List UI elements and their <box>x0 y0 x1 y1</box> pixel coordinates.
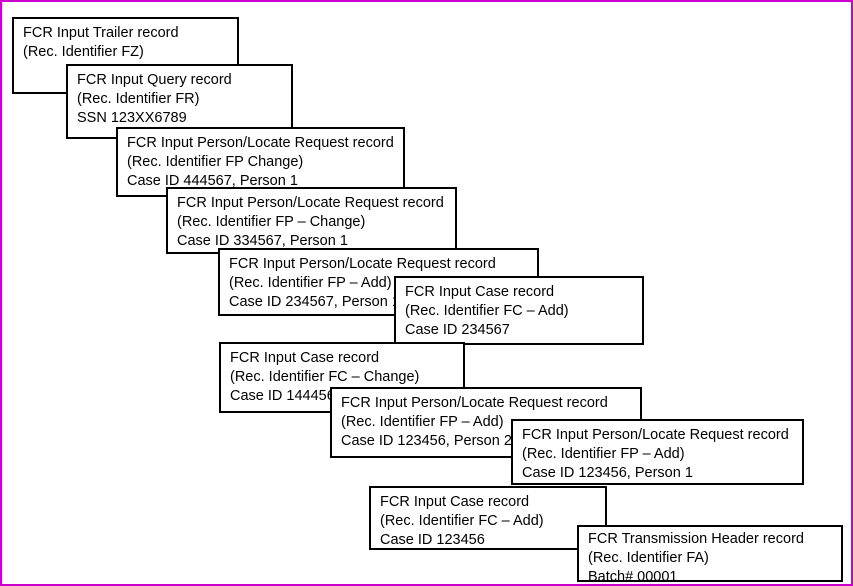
record-title: FCR Input Person/Locate Request record <box>341 395 608 411</box>
record-box-case-fc-add-123456: FCR Input Case record (Rec. Identifier F… <box>369 486 607 550</box>
record-identifier: (Rec. Identifier FA) <box>588 550 709 566</box>
record-detail: Case ID 144456 <box>230 388 335 404</box>
record-title: FCR Input Person/Locate Request record <box>177 195 444 211</box>
record-title: FCR Input Trailer record <box>23 25 179 41</box>
record-identifier: (Rec. Identifier FC – Add) <box>380 513 544 529</box>
record-title: FCR Input Person/Locate Request record <box>127 135 394 151</box>
record-identifier: (Rec. Identifier FR) <box>77 91 200 107</box>
record-title: FCR Input Person/Locate Request record <box>522 427 789 443</box>
record-identifier: (Rec. Identifier FP – Add) <box>229 275 392 291</box>
record-detail: Case ID 123456 <box>380 532 485 548</box>
record-identifier: (Rec. Identifier FZ) <box>23 44 144 60</box>
record-box-transmission-header-fa: FCR Transmission Header record (Rec. Ide… <box>577 525 843 584</box>
record-identifier: (Rec. Identifier FP Change) <box>127 154 304 170</box>
record-title: FCR Input Case record <box>380 494 530 510</box>
record-title: FCR Transmission Header record <box>588 531 804 547</box>
record-detail: Case ID 234567 <box>405 322 510 338</box>
record-identifier: (Rec. Identifier FP – Change) <box>177 214 366 230</box>
record-identifier: (Rec. Identifier FP – Add) <box>341 414 504 430</box>
record-box-case-fc-add-234567: FCR Input Case record (Rec. Identifier F… <box>394 276 644 345</box>
record-box-input-query-fr: FCR Input Query record (Rec. Identifier … <box>66 64 293 139</box>
record-box-person-locate-fp-change-444567: FCR Input Person/Locate Request record (… <box>116 127 405 197</box>
record-detail: Case ID 123456, Person 1 <box>522 465 693 481</box>
record-box-person-locate-fp-add-123456-p1: FCR Input Person/Locate Request record (… <box>511 419 804 485</box>
record-title: FCR Input Person/Locate Request record <box>229 256 496 272</box>
record-detail: Case ID 234567, Person 1 <box>229 294 400 310</box>
record-identifier: (Rec. Identifier FC – Change) <box>230 369 420 385</box>
record-detail: Case ID 123456, Person 2 <box>341 433 512 449</box>
record-detail: Case ID 334567, Person 1 <box>177 233 348 249</box>
record-title: FCR Input Query record <box>77 72 232 88</box>
record-identifier: (Rec. Identifier FC – Add) <box>405 303 569 319</box>
record-detail: SSN 123XX6789 <box>77 110 187 126</box>
record-identifier: (Rec. Identifier FP – Add) <box>522 446 685 462</box>
record-title: FCR Input Case record <box>230 350 380 366</box>
record-title: FCR Input Case record <box>405 284 555 300</box>
record-detail: Case ID 444567, Person 1 <box>127 173 298 189</box>
record-detail: Batch# 00001 <box>588 569 678 585</box>
record-box-person-locate-fp-change-334567: FCR Input Person/Locate Request record (… <box>166 187 457 254</box>
